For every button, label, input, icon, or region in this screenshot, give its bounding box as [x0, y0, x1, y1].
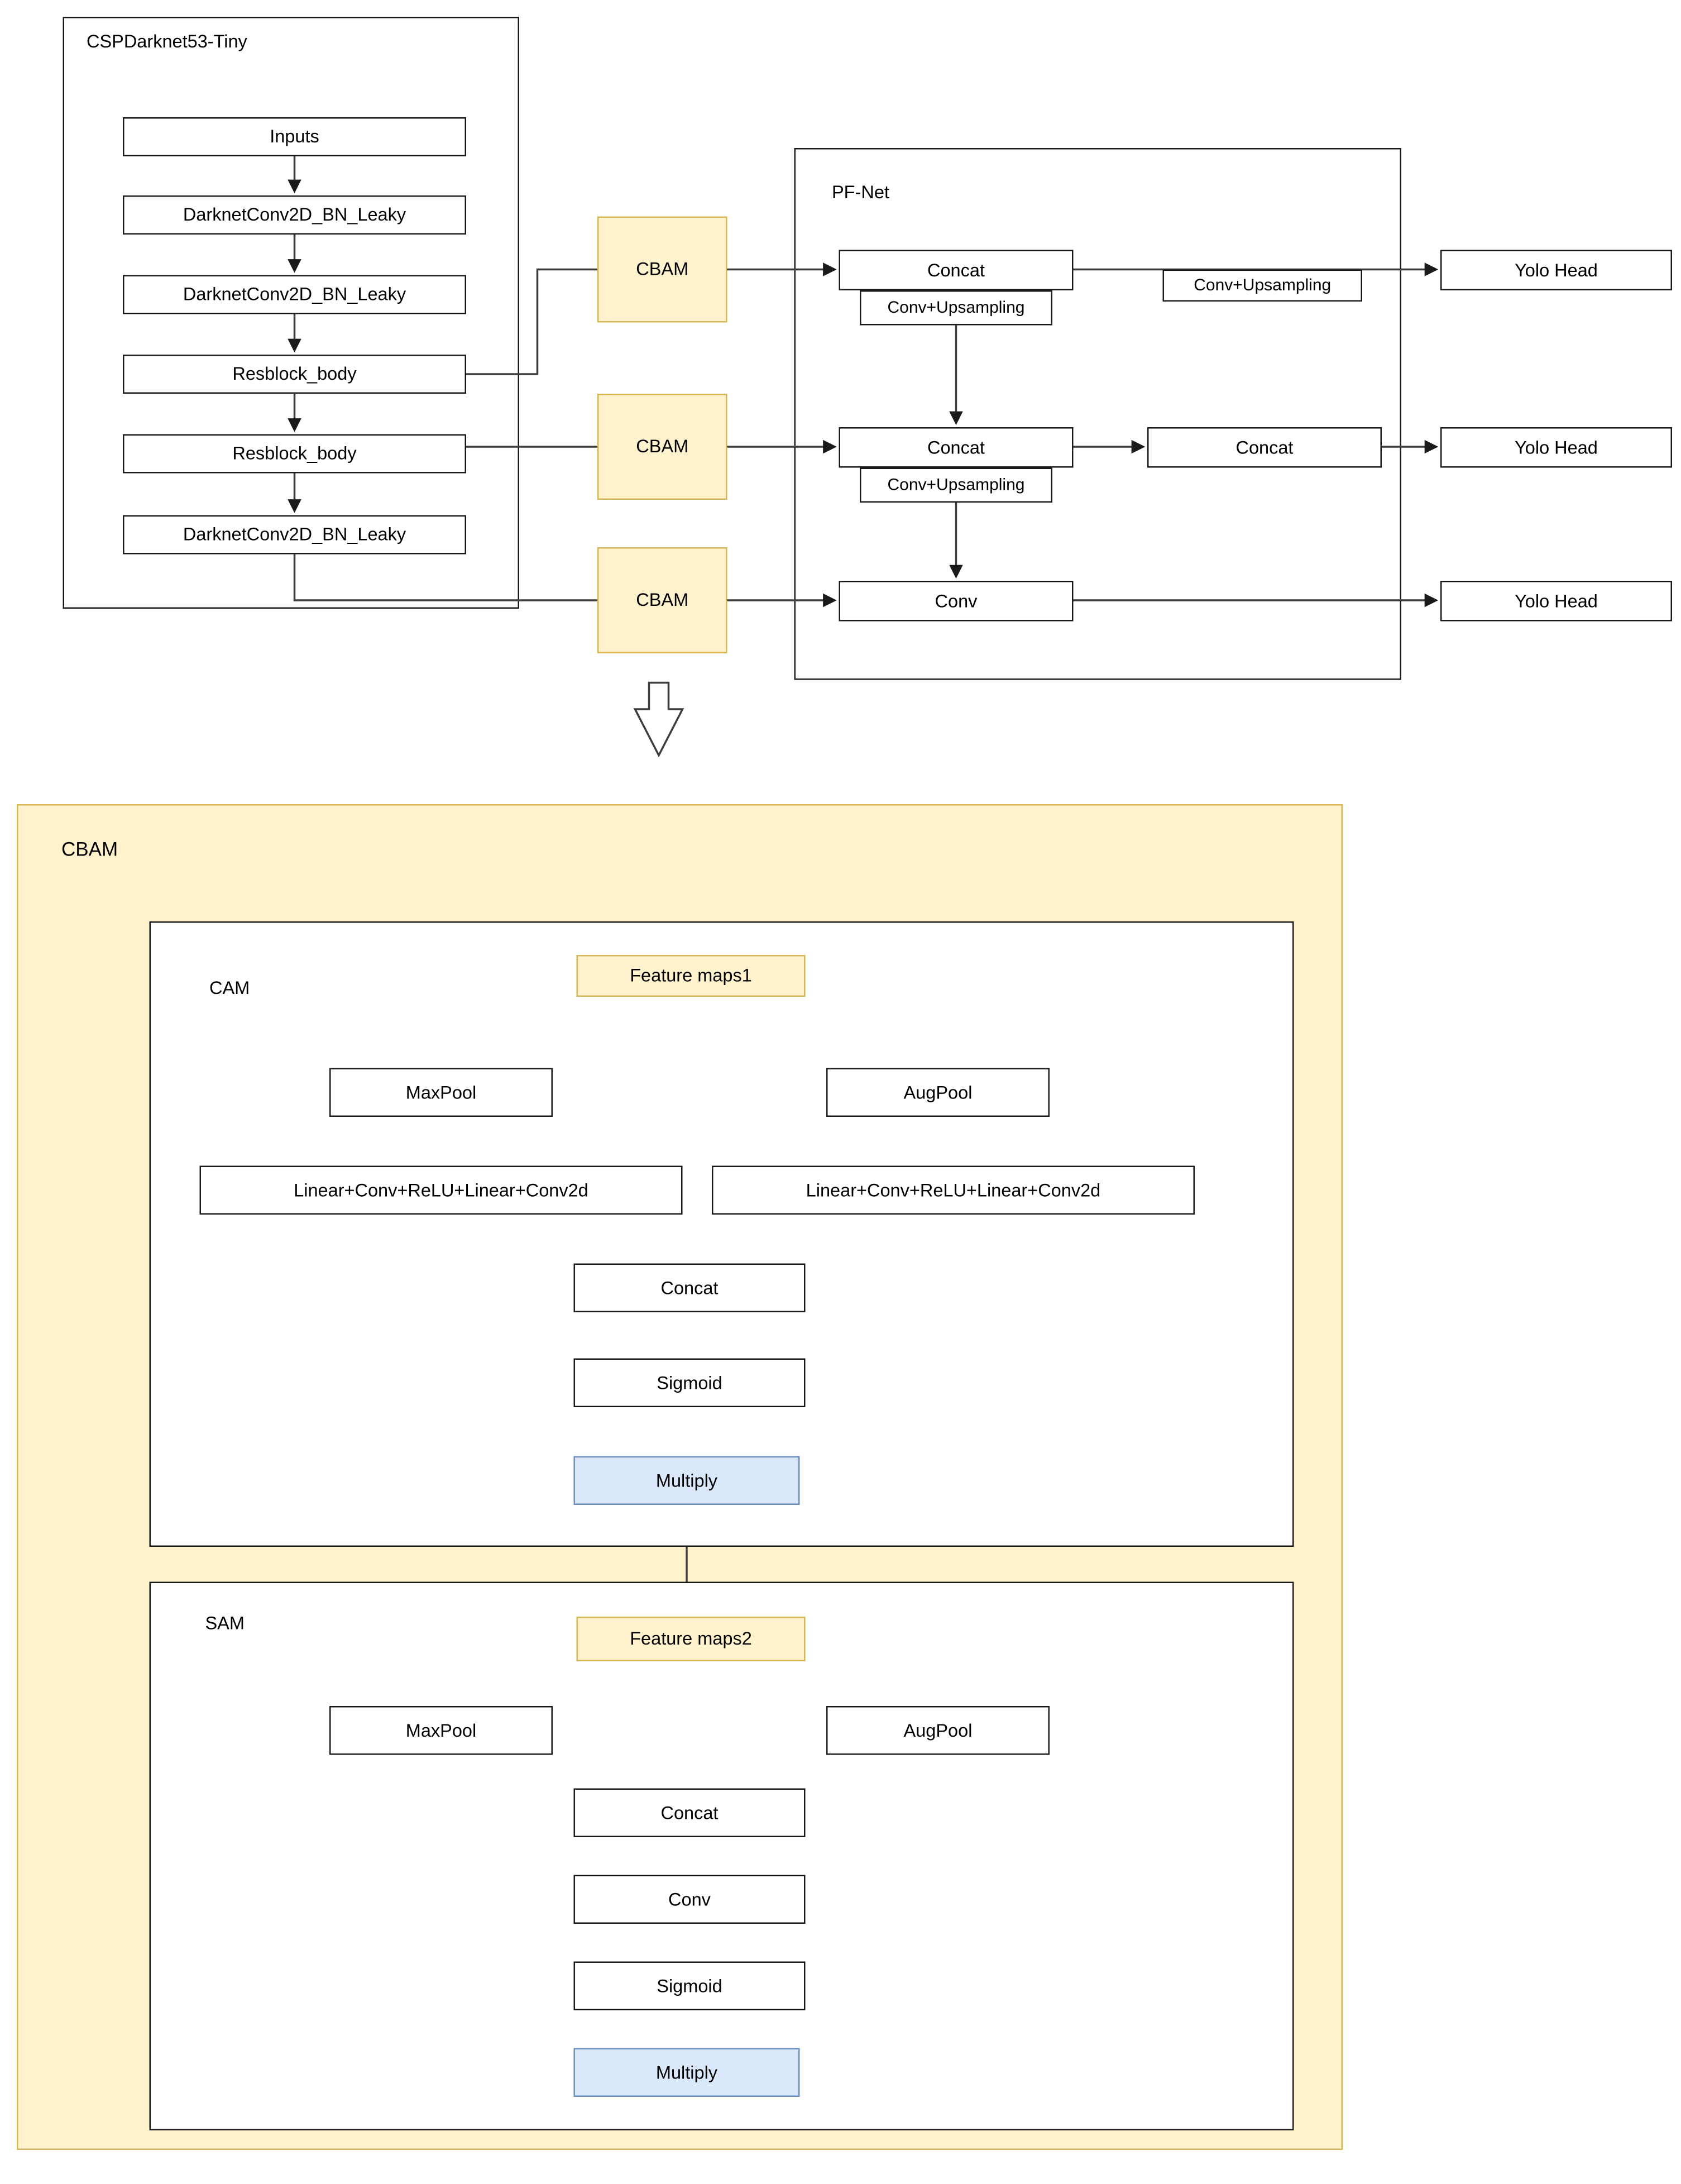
node-darknetconv-3: DarknetConv2D_BN_Leaky	[123, 515, 466, 555]
node-cam-mlp-left: Linear+Conv+ReLU+Linear+Conv2d	[199, 1165, 683, 1215]
node-sam-sigmoid: Sigmoid	[573, 1961, 806, 2010]
node-sam-multiply: Multiply	[573, 2048, 800, 2097]
node-pfnet-conv-upsampling-top: Conv+Upsampling	[1162, 269, 1362, 302]
big-down-arrow	[633, 681, 684, 758]
node-cam-augpool: AugPool	[826, 1068, 1050, 1117]
node-yolo-head-2: Yolo Head	[1440, 427, 1672, 468]
node-feature-maps-1: Feature maps1	[576, 955, 806, 997]
node-sam-conv: Conv	[573, 1875, 806, 1924]
node-pfnet-conv-upsampling-1: Conv+Upsampling	[860, 290, 1052, 326]
node-yolo-head-3: Yolo Head	[1440, 581, 1672, 622]
node-pfnet-conv: Conv	[839, 581, 1074, 622]
cam-title: CAM	[209, 977, 250, 998]
node-resblock-2: Resblock_body	[123, 434, 466, 474]
node-inputs: Inputs	[123, 117, 466, 156]
node-cam-sigmoid: Sigmoid	[573, 1358, 806, 1407]
backbone-frame	[63, 17, 519, 609]
pfnet-wires	[949, 262, 1439, 608]
node-cbam-2: CBAM	[597, 394, 727, 500]
cbam-to-pfnet-arrows	[727, 262, 837, 608]
node-yolo-head-1: Yolo Head	[1440, 250, 1672, 290]
pfnet-frame	[794, 148, 1401, 680]
node-cam-multiply: Multiply	[573, 1456, 800, 1505]
node-cam-mlp-right: Linear+Conv+ReLU+Linear+Conv2d	[712, 1165, 1195, 1215]
sam-frame	[149, 1581, 1294, 2130]
pfnet-title: PF-Net	[832, 181, 889, 203]
node-cam-concat: Concat	[573, 1263, 806, 1312]
node-feature-maps-2: Feature maps2	[576, 1617, 806, 1661]
node-darknetconv-1: DarknetConv2D_BN_Leaky	[123, 195, 466, 235]
sam-title: SAM	[205, 1612, 245, 1634]
cam-frame	[149, 921, 1294, 1547]
node-pfnet-concat-2: Concat	[839, 427, 1074, 468]
node-sam-augpool: AugPool	[826, 1706, 1050, 1755]
node-darknetconv-2: DarknetConv2D_BN_Leaky	[123, 275, 466, 314]
node-resblock-1: Resblock_body	[123, 355, 466, 394]
backbone-to-cbam-lines	[293, 268, 597, 601]
cbam-detail-title: CBAM	[61, 838, 118, 860]
line-conv3-to-cbam3	[293, 554, 597, 601]
node-cbam-3: CBAM	[597, 547, 727, 653]
node-sam-concat: Concat	[573, 1788, 806, 1837]
node-pfnet-concat-3: Concat	[1147, 427, 1382, 468]
line-resblock1-to-cbam1	[466, 268, 597, 375]
node-cam-maxpool: MaxPool	[329, 1068, 553, 1117]
node-pfnet-conv-upsampling-2: Conv+Upsampling	[860, 467, 1052, 503]
node-cbam-1: CBAM	[597, 216, 727, 323]
node-sam-maxpool: MaxPool	[329, 1706, 553, 1755]
node-pfnet-concat-1: Concat	[839, 250, 1074, 290]
backbone-title: CSPDarknet53-Tiny	[87, 31, 247, 52]
